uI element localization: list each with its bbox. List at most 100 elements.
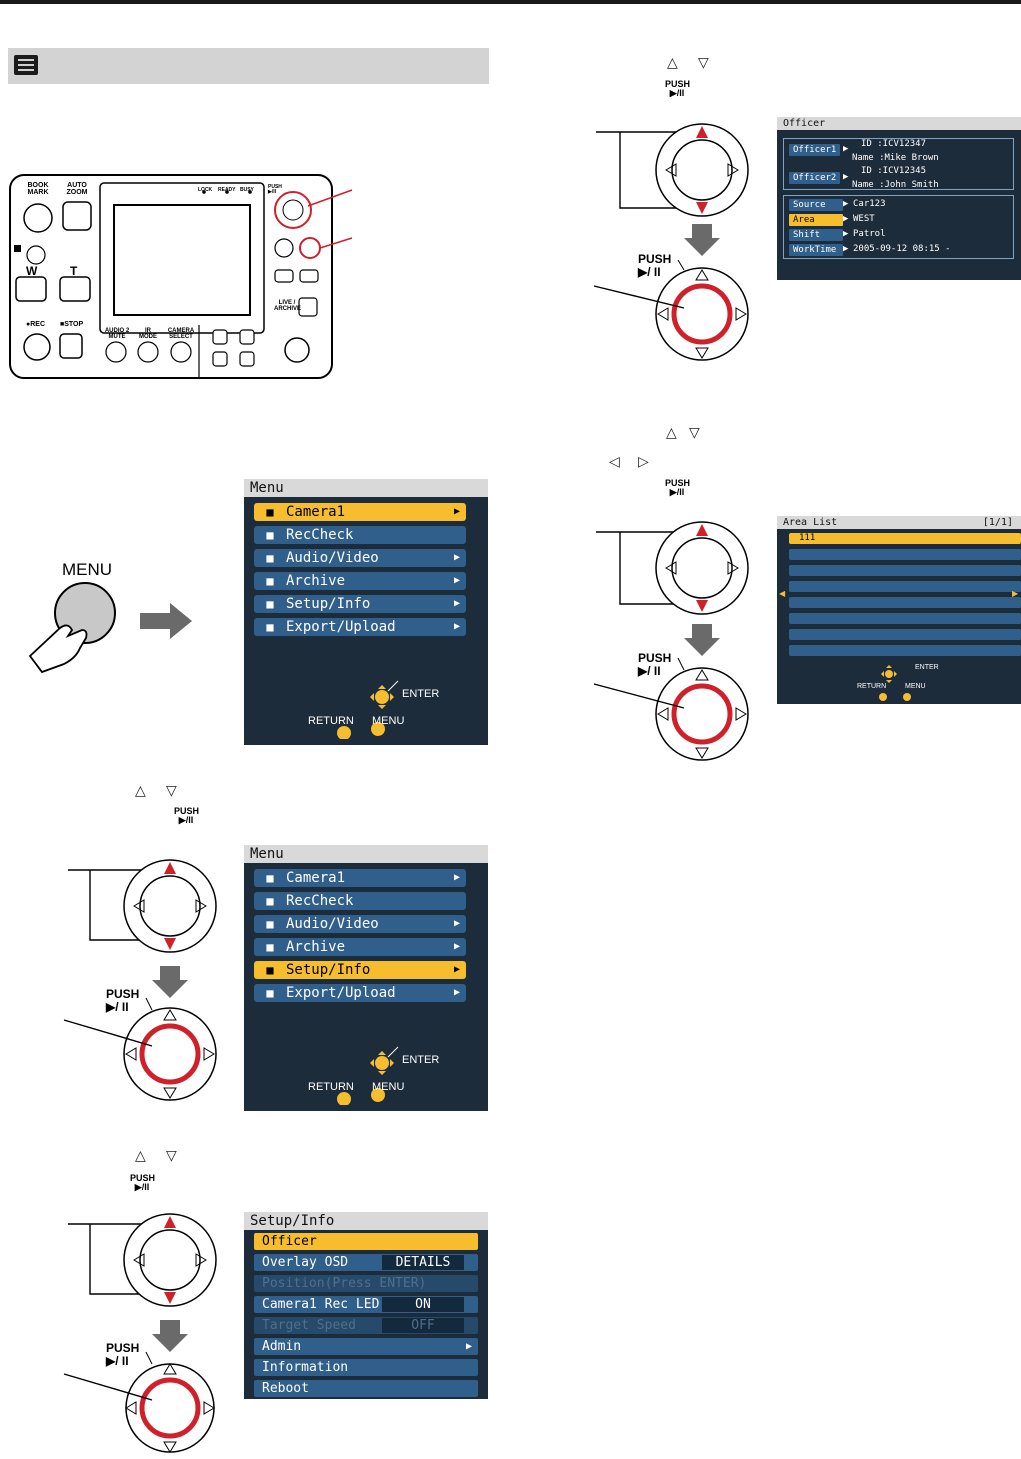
officer2-tag: Officer2 bbox=[789, 172, 841, 184]
rec-check-icon: ■ bbox=[266, 894, 274, 908]
area-list-title-bar: Area List [1/1] bbox=[777, 516, 1021, 529]
submenu-arrow-icon: ▶ bbox=[453, 598, 460, 609]
menu-item-archive[interactable]: ■ Archive ▶ bbox=[254, 572, 466, 590]
setup-item-overlay-osd[interactable]: Overlay OSD DETAILS bbox=[254, 1254, 478, 1271]
menu-item-label: Camera1 bbox=[286, 870, 346, 886]
upload-icon: ■ bbox=[266, 986, 274, 1000]
push-glyph-r2-line2: ▶/II bbox=[669, 487, 685, 497]
menu-item-audio-video[interactable]: ■Audio/Video▶ bbox=[254, 549, 466, 567]
push-glyph-r2-line1: PUSH bbox=[665, 478, 691, 488]
field-arrow-icon: ▶ bbox=[843, 214, 849, 224]
nav-hint-icon-2 bbox=[337, 1046, 399, 1105]
ir-mode-label: IR MODE bbox=[139, 328, 157, 340]
menu-screen-1: Menu ■Camera1▶■RecCheck■Audio/Video▶■Arc… bbox=[244, 479, 488, 745]
dial-rotate-illustration-r2 bbox=[593, 521, 749, 761]
setup-item-position-press-enter-[interactable]: Position(Press ENTER) bbox=[254, 1275, 478, 1292]
area-list-row[interactable] bbox=[789, 549, 1021, 560]
dial-rotate-illustration-r1 bbox=[593, 123, 749, 361]
menu-item-export-upload[interactable]: ■Export/Upload▶ bbox=[254, 618, 466, 636]
area-list-row[interactable] bbox=[789, 629, 1021, 640]
menu-list-icon bbox=[14, 55, 38, 75]
area-list-row[interactable] bbox=[789, 613, 1021, 624]
up-glyph-3: △ bbox=[135, 1147, 146, 1163]
menu-item-setup-info[interactable]: ■Setup/Info▶ bbox=[254, 961, 466, 979]
menu-item-setup-info[interactable]: ■Setup/Info▶ bbox=[254, 595, 466, 613]
officer1-tag: Officer1 bbox=[789, 144, 841, 156]
top-rule bbox=[0, 0, 1021, 4]
setup-item-admin[interactable]: Admin▶ bbox=[254, 1338, 478, 1355]
down-glyph: ▽ bbox=[166, 782, 177, 798]
officer-field-worktime[interactable]: WorkTime bbox=[789, 244, 843, 256]
setup-item-value: DETAILS bbox=[382, 1255, 464, 1270]
officer1-id: ID :ICV12347 bbox=[861, 139, 927, 149]
down-glyph-r2: ▽ bbox=[689, 424, 700, 440]
push-glyph-3-line2: ▶/II bbox=[134, 1182, 150, 1192]
menu-item-label: RecCheck bbox=[286, 893, 354, 909]
mic-icon: ■ bbox=[266, 917, 274, 931]
camera-icon: ■ bbox=[266, 871, 274, 885]
area-list-row[interactable] bbox=[789, 565, 1021, 576]
area-list-row[interactable] bbox=[789, 597, 1021, 608]
setup-item-label: Target Speed bbox=[262, 1318, 356, 1333]
menu-item-archive[interactable]: ■Archive▶ bbox=[254, 938, 466, 956]
officer-field-shift[interactable]: Shift bbox=[789, 229, 843, 241]
area-list-page: [1/1] bbox=[982, 517, 1013, 528]
camera-select-label: CAMERA SELECT bbox=[167, 328, 195, 340]
dial-push-label-r1a: PUSH bbox=[638, 252, 672, 266]
submenu-arrow-icon: ▶ bbox=[453, 575, 460, 586]
dial-push-label-3b: ▶/ II bbox=[106, 1354, 129, 1368]
setup-item-reboot[interactable]: Reboot bbox=[254, 1380, 478, 1397]
book-mark-label: BOOK MARK bbox=[27, 182, 49, 196]
menu-item-label: Camera1 bbox=[286, 504, 346, 520]
menu-screen-2-title: Menu bbox=[244, 845, 488, 863]
setup-item-label: Information bbox=[262, 1360, 349, 1375]
area-list-row[interactable] bbox=[789, 581, 1021, 592]
officer-field-source[interactable]: Source bbox=[789, 199, 843, 211]
officer-field-value: WEST bbox=[853, 214, 875, 224]
menu-button-label: MENU bbox=[62, 560, 113, 579]
nav-return-label: RETURN bbox=[308, 715, 354, 727]
archive-icon: ■ bbox=[266, 574, 274, 588]
officer-screen: Officer Officer1 ▶ ID :ICV12347 Name :Mi… bbox=[777, 117, 1021, 280]
setup-item-information[interactable]: Information bbox=[254, 1359, 478, 1376]
submenu-arrow-icon: ▶ bbox=[453, 941, 460, 952]
dial-push-label-r2b: ▶/ II bbox=[638, 664, 661, 678]
submenu-arrow-icon: ▶ bbox=[453, 506, 460, 517]
dial-push-label-3a: PUSH bbox=[106, 1341, 140, 1355]
setup-item-officer[interactable]: Officer bbox=[254, 1233, 478, 1250]
setup-icon: ■ bbox=[266, 597, 274, 611]
officer-field-area[interactable]: Area bbox=[789, 214, 843, 226]
menu-screen-2: Menu ■ Camera1 ▶ ■ RecCheck ■Audio/Video▶ ■Arc… bbox=[244, 845, 488, 1111]
setup-item-label: Position(Press ENTER) bbox=[262, 1276, 427, 1291]
officer-field-value: 2005-09-12 08:15 - bbox=[853, 244, 951, 254]
menu-item-audio-video[interactable]: ■Audio/Video▶ bbox=[254, 915, 466, 933]
nav-menu-label: MENU bbox=[372, 715, 405, 727]
menu-item-label: Archive bbox=[286, 573, 346, 589]
setup-item-label: Overlay OSD bbox=[262, 1255, 349, 1270]
area-list-screen: Area List [1/1] 111 ◀ ▶ ENTER RETURN MEN… bbox=[777, 516, 1021, 704]
menu-item-reccheck[interactable]: ■RecCheck bbox=[254, 526, 466, 544]
menu-item-reccheck[interactable]: ■ RecCheck bbox=[254, 892, 466, 910]
stop-label: ■STOP bbox=[60, 321, 84, 328]
menu-item-camera1[interactable]: ■Camera1▶ bbox=[254, 503, 466, 521]
submenu-arrow-icon: ▶ bbox=[453, 964, 460, 975]
submenu-arrow-icon: ▶ bbox=[453, 872, 460, 883]
menu-item-label: RecCheck bbox=[286, 527, 354, 543]
area-list-row[interactable] bbox=[789, 645, 1021, 656]
archive-icon: ■ bbox=[266, 940, 274, 954]
live-archive-label: LIVE / ARCHIVE bbox=[274, 300, 302, 312]
setup-item-label: Admin bbox=[262, 1339, 302, 1354]
push-glyph-line1: PUSH bbox=[174, 806, 200, 816]
setup-item-label: Reboot bbox=[262, 1381, 309, 1396]
menu-item-camera1[interactable]: ■ Camera1 ▶ bbox=[254, 869, 466, 887]
area-menu-label: MENU bbox=[905, 683, 926, 690]
area-list-row[interactable]: 111 bbox=[789, 533, 1021, 544]
officer1-name: Name :Mike Brown bbox=[852, 153, 939, 163]
officer2-id: ID :ICV12345 bbox=[861, 166, 927, 176]
officer-arrow-2: ▶ bbox=[843, 172, 849, 182]
menu-item-export-upload[interactable]: ■Export/Upload▶ bbox=[254, 984, 466, 1002]
up-glyph: △ bbox=[135, 782, 146, 798]
